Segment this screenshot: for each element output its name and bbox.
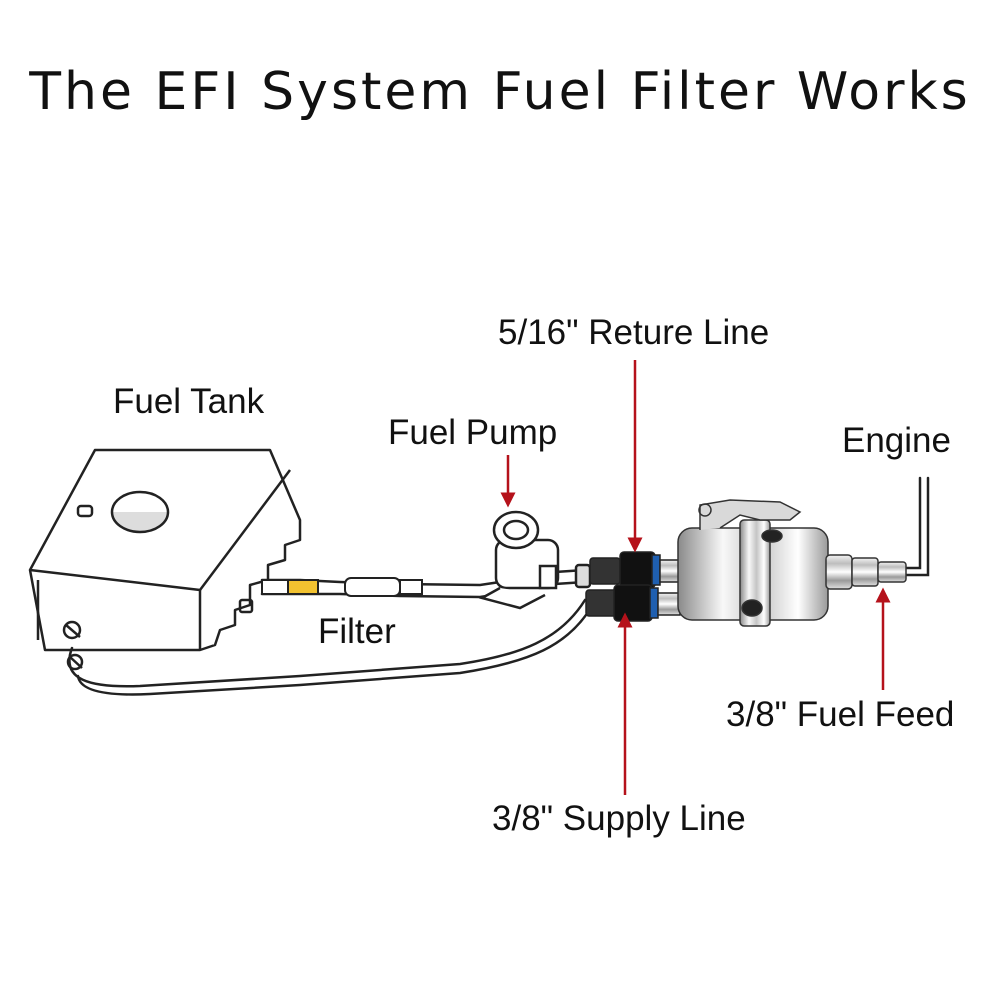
inline-strainer	[261, 577, 423, 597]
fuel-filter-canister	[677, 499, 907, 627]
page-title: The EFI System Fuel Filter Works	[29, 62, 971, 122]
fuel-pump-label: Fuel Pump	[388, 413, 558, 452]
return-fitting	[589, 551, 683, 589]
supply-line-label: 3/8" Supply Line	[492, 799, 746, 838]
fuel-pump	[478, 510, 592, 610]
engine-label: Engine	[842, 421, 951, 460]
fuel-feed-label: 3/8" Fuel Feed	[726, 695, 955, 734]
supply-fitting	[585, 584, 681, 622]
filter-label: Filter	[318, 612, 396, 651]
fuel-tank	[28, 448, 302, 671]
return-line-label: 5/16" Reture Line	[498, 313, 770, 352]
fuel-tank-label: Fuel Tank	[113, 382, 265, 421]
indicator-arrows	[500, 360, 891, 795]
